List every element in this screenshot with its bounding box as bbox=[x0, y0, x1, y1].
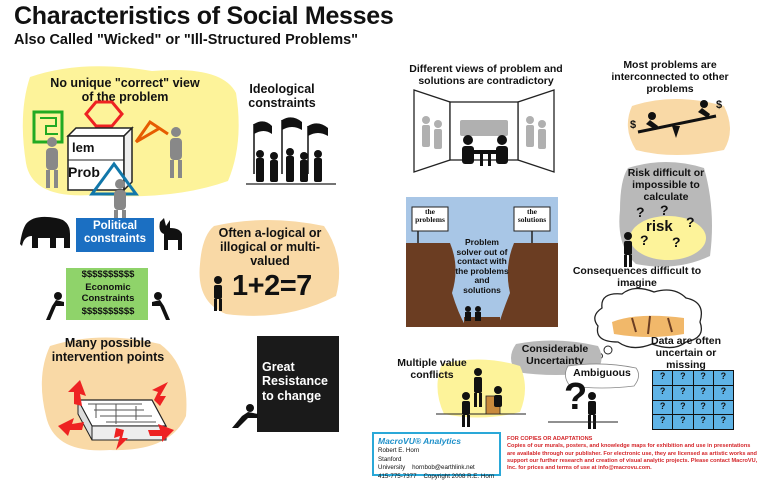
data-cell: ? bbox=[713, 385, 733, 400]
thought-cloud-illustration bbox=[594, 287, 703, 359]
data-label: Data are often uncertain or missing bbox=[650, 335, 722, 371]
pushing-figure-right-icon bbox=[152, 292, 170, 320]
data-cell: ? bbox=[693, 415, 713, 429]
protest-crowd-illustration bbox=[246, 117, 336, 185]
political-label: Political constraints bbox=[76, 218, 154, 252]
economic-dollars-top: $$$$$$$$$$ bbox=[81, 269, 135, 280]
ideological-label: Ideological constraints bbox=[248, 82, 316, 110]
pushing-figure-left-icon bbox=[46, 292, 64, 320]
economic-label: Economic Constraints bbox=[81, 282, 135, 304]
svg-text:$: $ bbox=[630, 119, 636, 131]
thinking-figure-icon bbox=[214, 276, 222, 311]
maze-arrows-illustration bbox=[58, 380, 174, 450]
credit-phone: 415-775-7377 bbox=[378, 472, 417, 480]
orange-arrow-icon bbox=[134, 119, 169, 144]
risk-label: Risk difficult or impossible to calculat… bbox=[627, 167, 705, 203]
multiple-values-label: Multiple value conflicts bbox=[397, 357, 467, 381]
resistance-box bbox=[257, 336, 339, 432]
risk-blob bbox=[619, 162, 712, 267]
data-cell: ? bbox=[653, 400, 673, 415]
red-arrow-icon bbox=[58, 418, 84, 436]
uncertainty-label: Considerable Uncertainty bbox=[521, 343, 589, 367]
data-cell: ? bbox=[693, 371, 713, 385]
svg-text:$: $ bbox=[716, 99, 722, 111]
alogical-label: Often a-logical or illogical or multi-va… bbox=[218, 226, 322, 268]
data-cell: ? bbox=[673, 385, 693, 400]
problem-blocks-illustration bbox=[32, 100, 182, 224]
credit-brand: MacroVU® Analytics bbox=[378, 436, 461, 446]
data-cell: ? bbox=[673, 371, 693, 385]
chasm-label: Problem solver out of contact with the p… bbox=[455, 237, 509, 295]
credit-author: Robert E. Horn bbox=[378, 447, 420, 455]
ambiguous-label: Ambiguous bbox=[573, 367, 631, 379]
elephant-icon bbox=[20, 216, 70, 248]
risk-word: risk bbox=[646, 218, 673, 235]
pondering-figure-icon bbox=[624, 232, 632, 267]
data-cell: ? bbox=[653, 415, 673, 429]
sign-solutions: the solutions bbox=[517, 207, 547, 225]
risk-question-mark: ? bbox=[660, 202, 669, 218]
economic-box bbox=[66, 268, 148, 320]
page-subtitle: Also Called "Wicked" or "Ill-Structured … bbox=[14, 32, 359, 48]
copy-notice-heading: FOR COPIES OR ADAPTATIONS bbox=[507, 436, 593, 442]
confused-figure-icon bbox=[588, 392, 596, 429]
data-cell: ? bbox=[713, 400, 733, 415]
risk-question-mark: ? bbox=[672, 234, 681, 250]
donkey-icon bbox=[159, 218, 182, 250]
red-arrow-icon bbox=[68, 380, 86, 406]
red-arrow-icon bbox=[152, 382, 168, 406]
data-cell: ? bbox=[673, 400, 693, 415]
interconnected-label: Most problems are interconnected to othe… bbox=[611, 59, 729, 95]
intervention-label: Many possible intervention points bbox=[51, 336, 165, 364]
risk-question-mark: ? bbox=[636, 204, 645, 220]
risk-question-mark: ? bbox=[686, 214, 695, 230]
data-cell: ? bbox=[673, 415, 693, 429]
contradictory-label: Different views of problem and solutions… bbox=[409, 63, 563, 87]
red-arrow-icon bbox=[114, 428, 128, 450]
data-cell: ? bbox=[653, 385, 673, 400]
data-cell: ? bbox=[693, 400, 713, 415]
consequences-label: Consequences difficult to imagine bbox=[572, 265, 702, 289]
seesaw-illustration: $ $ bbox=[630, 99, 722, 138]
pushing-person-icon bbox=[232, 404, 258, 428]
block-label-bottom: Prob bbox=[68, 164, 100, 180]
credit-email[interactable]: hornbob@earthlink.net bbox=[412, 464, 475, 472]
value-conflict-figures bbox=[436, 368, 526, 427]
block-label-top: lem bbox=[72, 140, 95, 155]
economic-dollars-bottom: $$$$$$$$$$ bbox=[81, 306, 135, 317]
chasm-illustration bbox=[406, 197, 558, 327]
resistance-label: Great Resistance to change bbox=[262, 360, 329, 403]
equation-text: 1+2=7 bbox=[232, 270, 312, 302]
credit-box: MacroVU® Analytics Robert E. Horn Stanfo… bbox=[372, 432, 501, 480]
alogical-blob bbox=[199, 220, 340, 316]
red-arrow-icon bbox=[148, 424, 174, 442]
ambiguous-ground-line bbox=[548, 421, 618, 423]
ambiguous-blob bbox=[565, 363, 639, 389]
sign-problems: the problems bbox=[415, 207, 445, 225]
data-cell: ? bbox=[713, 371, 733, 385]
page-title: Characteristics of Social Messes bbox=[14, 2, 394, 30]
data-cell: ? bbox=[693, 385, 713, 400]
data-cell: ? bbox=[713, 415, 733, 429]
data-cell: ? bbox=[653, 371, 673, 385]
meeting-room-illustration bbox=[413, 89, 555, 173]
red-hexagon-icon bbox=[84, 100, 124, 128]
risk-question-mark: ? bbox=[640, 232, 649, 248]
credit-org: Stanford University bbox=[378, 455, 406, 472]
credit-copyright: Copyright 2008 R.E. Horn bbox=[423, 472, 495, 480]
data-grid: ? ? ? ? ? ? ? ? ? ? ? ? ? ? ? ? bbox=[652, 370, 734, 430]
ambiguous-question-mark: ? bbox=[564, 376, 588, 418]
copy-notice: FOR COPIES OR ADAPTATIONS Copies of our … bbox=[507, 436, 759, 472]
copy-notice-body: Copies of our murals, posters, and knowl… bbox=[507, 443, 758, 472]
